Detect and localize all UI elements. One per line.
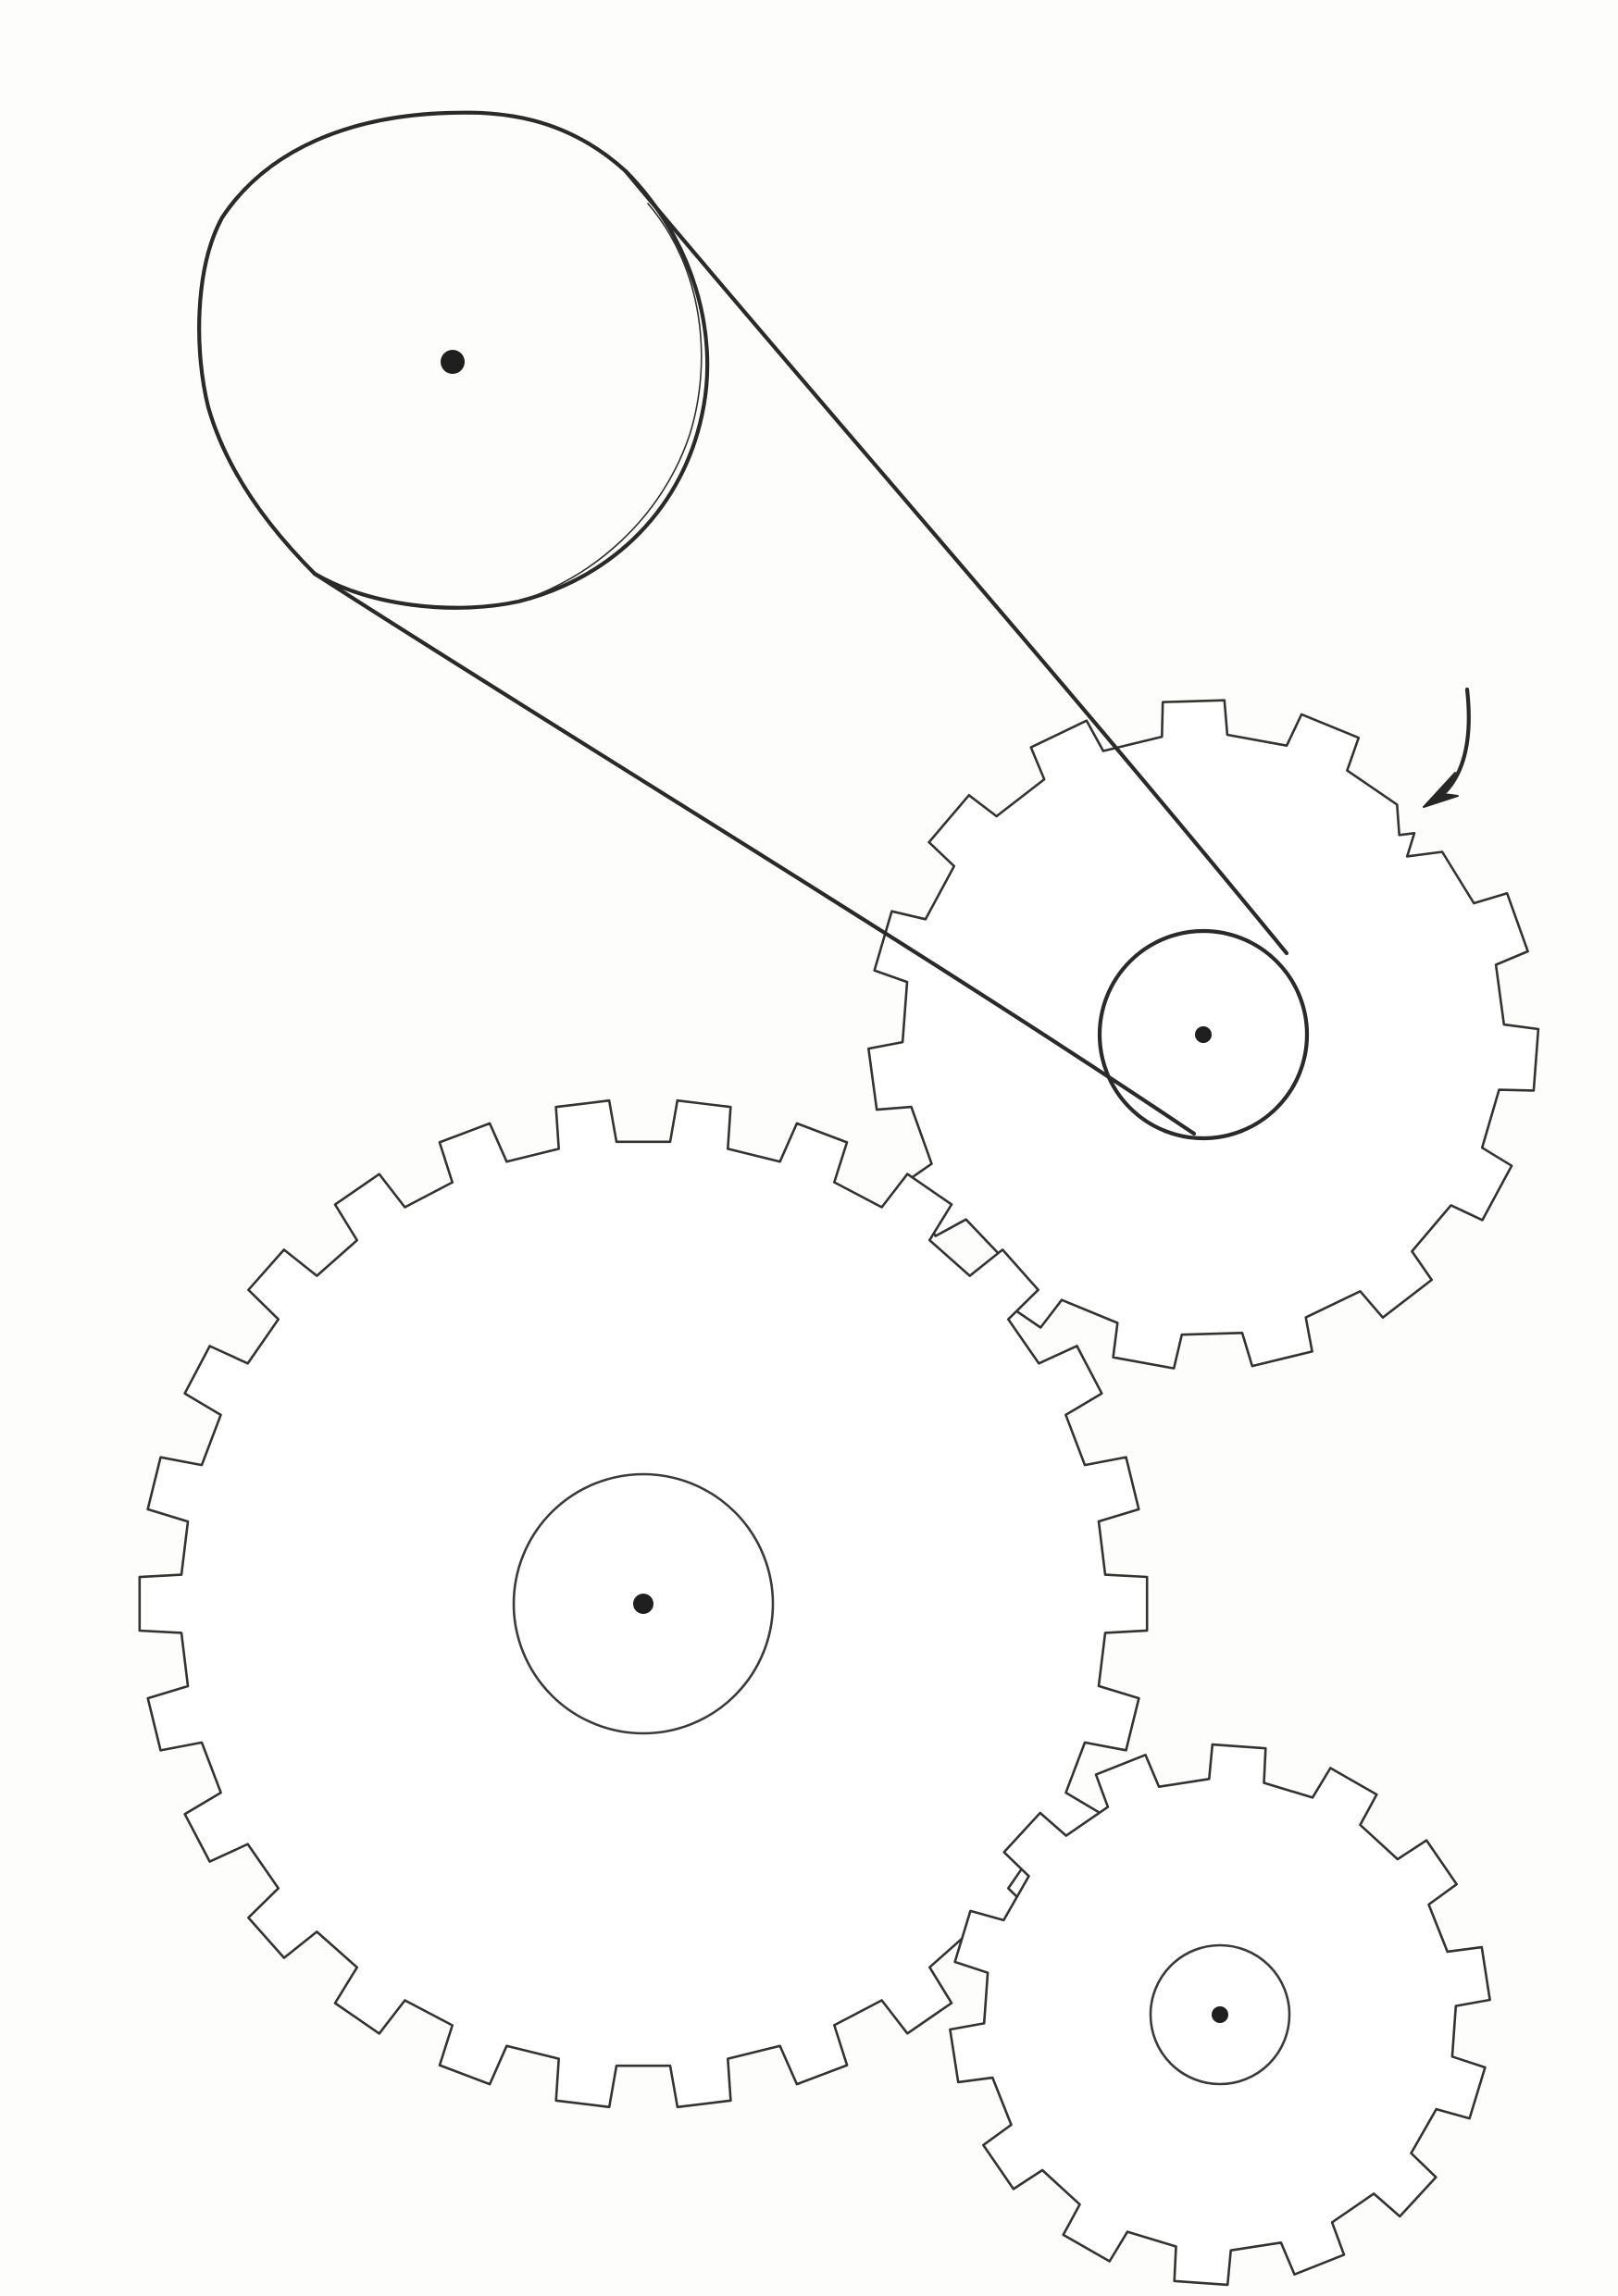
large-gear-pivot-dot-icon: [633, 1594, 653, 1614]
large-gear-hub: [512, 1472, 775, 1735]
large-pulley-pivot-dot-icon: [441, 350, 465, 374]
belt-lower-run: [312, 571, 1197, 1136]
small-pulley-pivot-dot-icon: [1195, 1026, 1212, 1043]
large-pulley-rim-retrace: [517, 203, 703, 602]
large-pulley: [197, 110, 710, 610]
small-gear: [949, 1743, 1491, 2287]
small-gear-pivot-dot-icon: [1212, 2006, 1228, 2023]
belt-upper-run: [623, 168, 1289, 956]
rotation-arrow-head: [1423, 772, 1459, 808]
large-pulley-rim: [197, 110, 710, 610]
small-gear-hub: [1149, 1943, 1291, 2086]
curved-arrow-icon: [1423, 687, 1471, 808]
large-gear: [138, 1098, 1149, 2109]
small-pulley-rim: [1097, 928, 1310, 1141]
rotation-arrow-shaft: [1443, 687, 1471, 794]
belt: [312, 168, 1289, 1136]
small-pulley: [1097, 928, 1310, 1141]
